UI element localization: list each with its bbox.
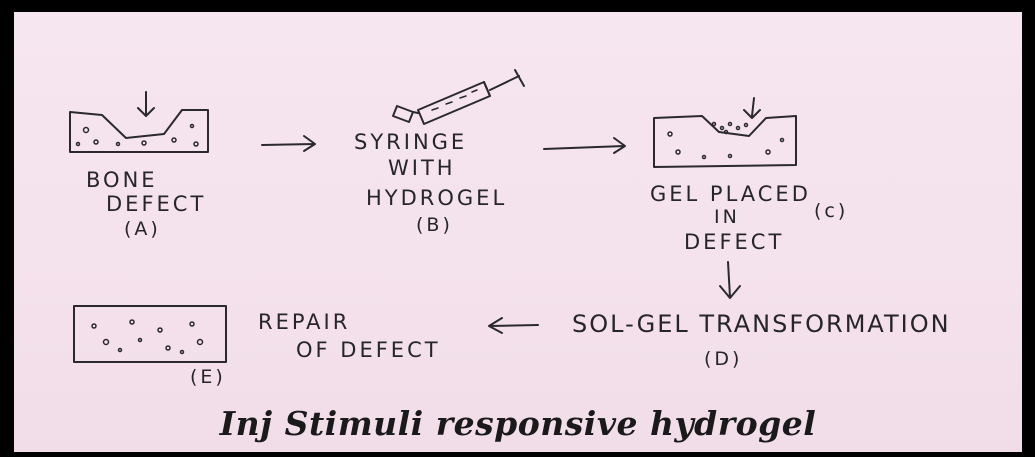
diagram-caption: Inj Stimuli responsive hydrogel xyxy=(219,404,817,443)
repaired-bone-sketch xyxy=(73,305,227,363)
label-d: (D) xyxy=(704,348,743,370)
label-c: (c) xyxy=(814,200,849,222)
paper-background: BONE DEFECT (A) SYRINGE WITH HYDROGEL (B… xyxy=(14,12,1022,452)
label-in: IN xyxy=(714,206,740,228)
label-with: WITH xyxy=(388,156,456,180)
label-of-defect: OF DEFECT xyxy=(296,338,441,362)
bone-defect-sketch xyxy=(69,91,209,153)
label-b: (B) xyxy=(416,214,453,236)
label-bone: BONE xyxy=(86,168,158,192)
label-e: (E) xyxy=(190,366,226,388)
label-defect-a: DEFECT xyxy=(106,192,207,216)
label-gel-placed: GEL PLACED xyxy=(650,182,811,206)
arrow-d-to-e xyxy=(488,317,539,334)
arrow-b-to-c xyxy=(543,137,626,154)
label-repair: REPAIR xyxy=(258,310,351,334)
syringe-sketch xyxy=(392,69,525,125)
arrow-c-to-d xyxy=(719,261,741,299)
gel-in-defect-sketch xyxy=(653,97,797,168)
label-defect-c: DEFECT xyxy=(684,230,785,254)
label-hydrogel: HYDROGEL xyxy=(366,186,508,210)
label-a: (A) xyxy=(124,218,161,240)
label-sol-gel-transformation: SOL-GEL TRANSFORMATION xyxy=(572,310,951,338)
label-syringe: SYRINGE xyxy=(354,130,468,154)
hand-drawn-diagram xyxy=(69,69,797,363)
arrow-a-to-b xyxy=(261,135,316,152)
